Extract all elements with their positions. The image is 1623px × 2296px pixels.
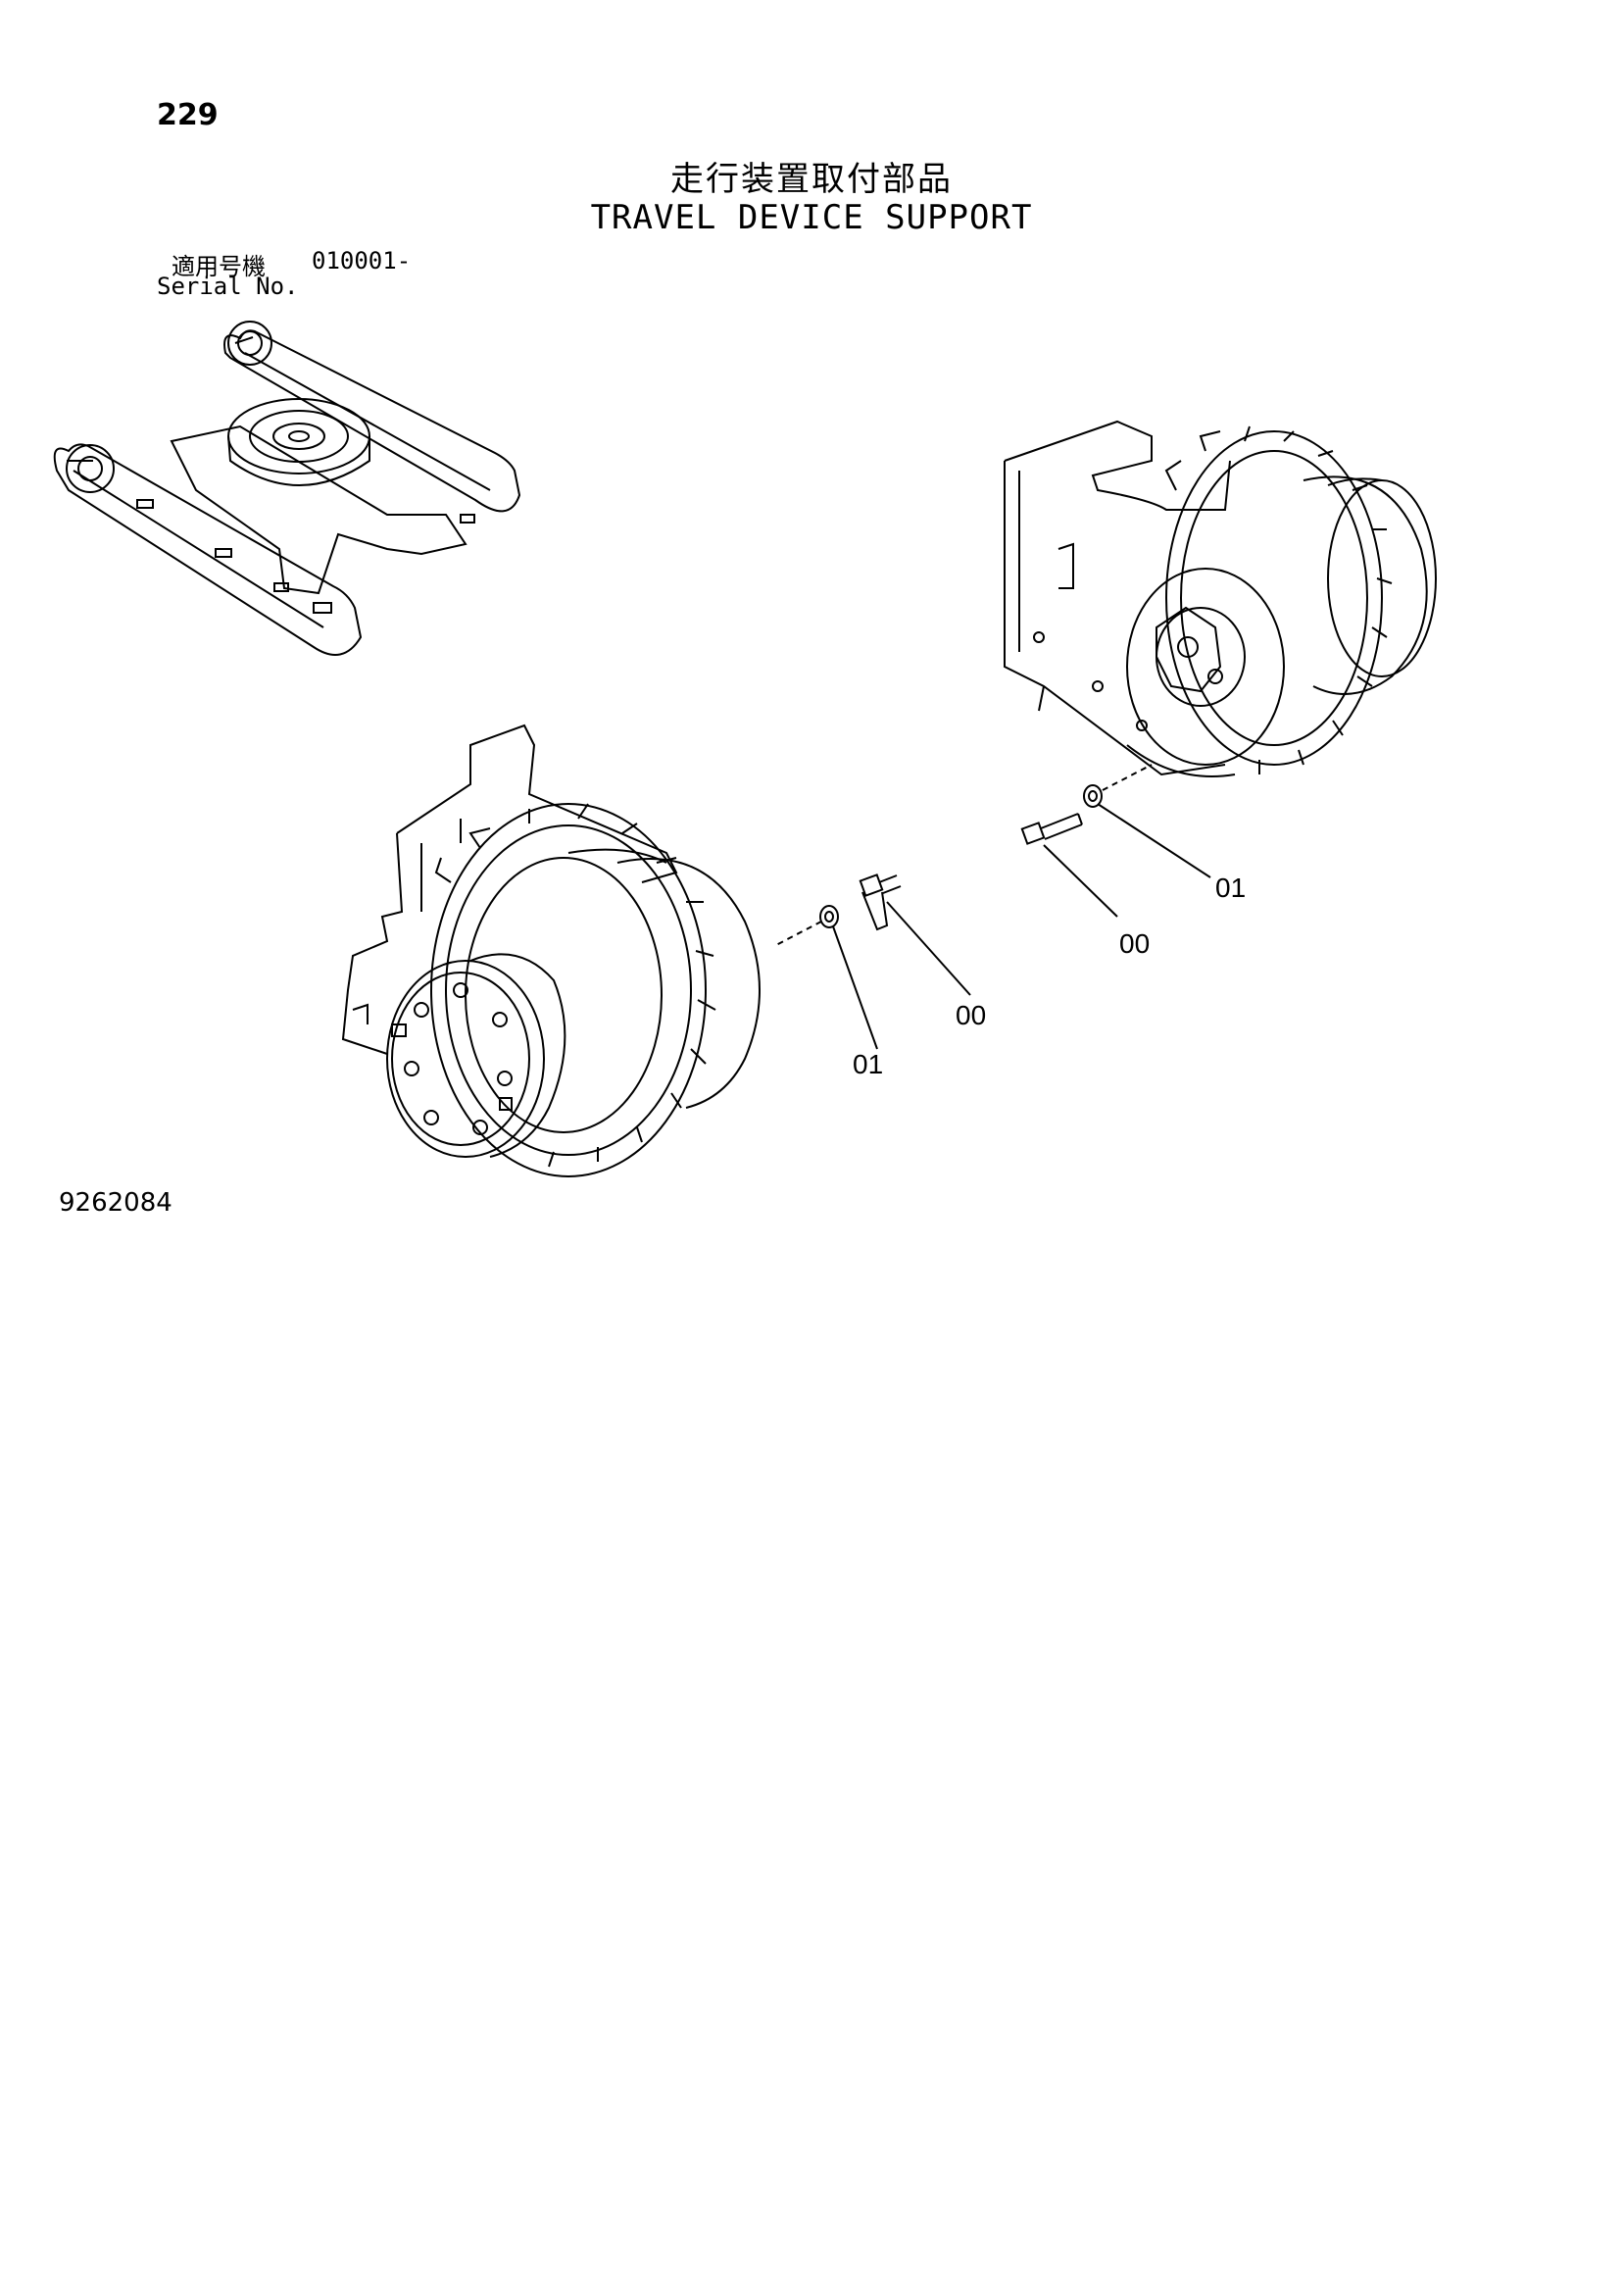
serial-range: 010001- xyxy=(312,247,412,275)
drawing-number: 9262084 xyxy=(59,1188,172,1218)
left-fasteners xyxy=(773,873,971,1050)
serial-label-japanese: 適用号機 xyxy=(172,253,266,280)
page-number: 229 xyxy=(157,98,219,132)
callout-left-washer: 01 xyxy=(853,1049,883,1079)
callout-left-bolt: 00 xyxy=(956,1000,986,1030)
undercarriage-overview xyxy=(53,321,521,656)
callout-right-bolt: 00 xyxy=(1119,928,1150,959)
left-travel-device xyxy=(341,724,761,1177)
title-japanese: 走行装置取付部品 xyxy=(670,160,953,199)
callout-right-washer: 01 xyxy=(1215,873,1246,903)
title-english: TRAVEL DEVICE SUPPORT xyxy=(590,198,1033,237)
right-fasteners xyxy=(1020,764,1211,918)
parts-diagram: 01 00 00 01 xyxy=(53,321,1437,1177)
serial-label-english: Serial No. xyxy=(157,273,299,300)
right-travel-device xyxy=(1004,420,1437,777)
